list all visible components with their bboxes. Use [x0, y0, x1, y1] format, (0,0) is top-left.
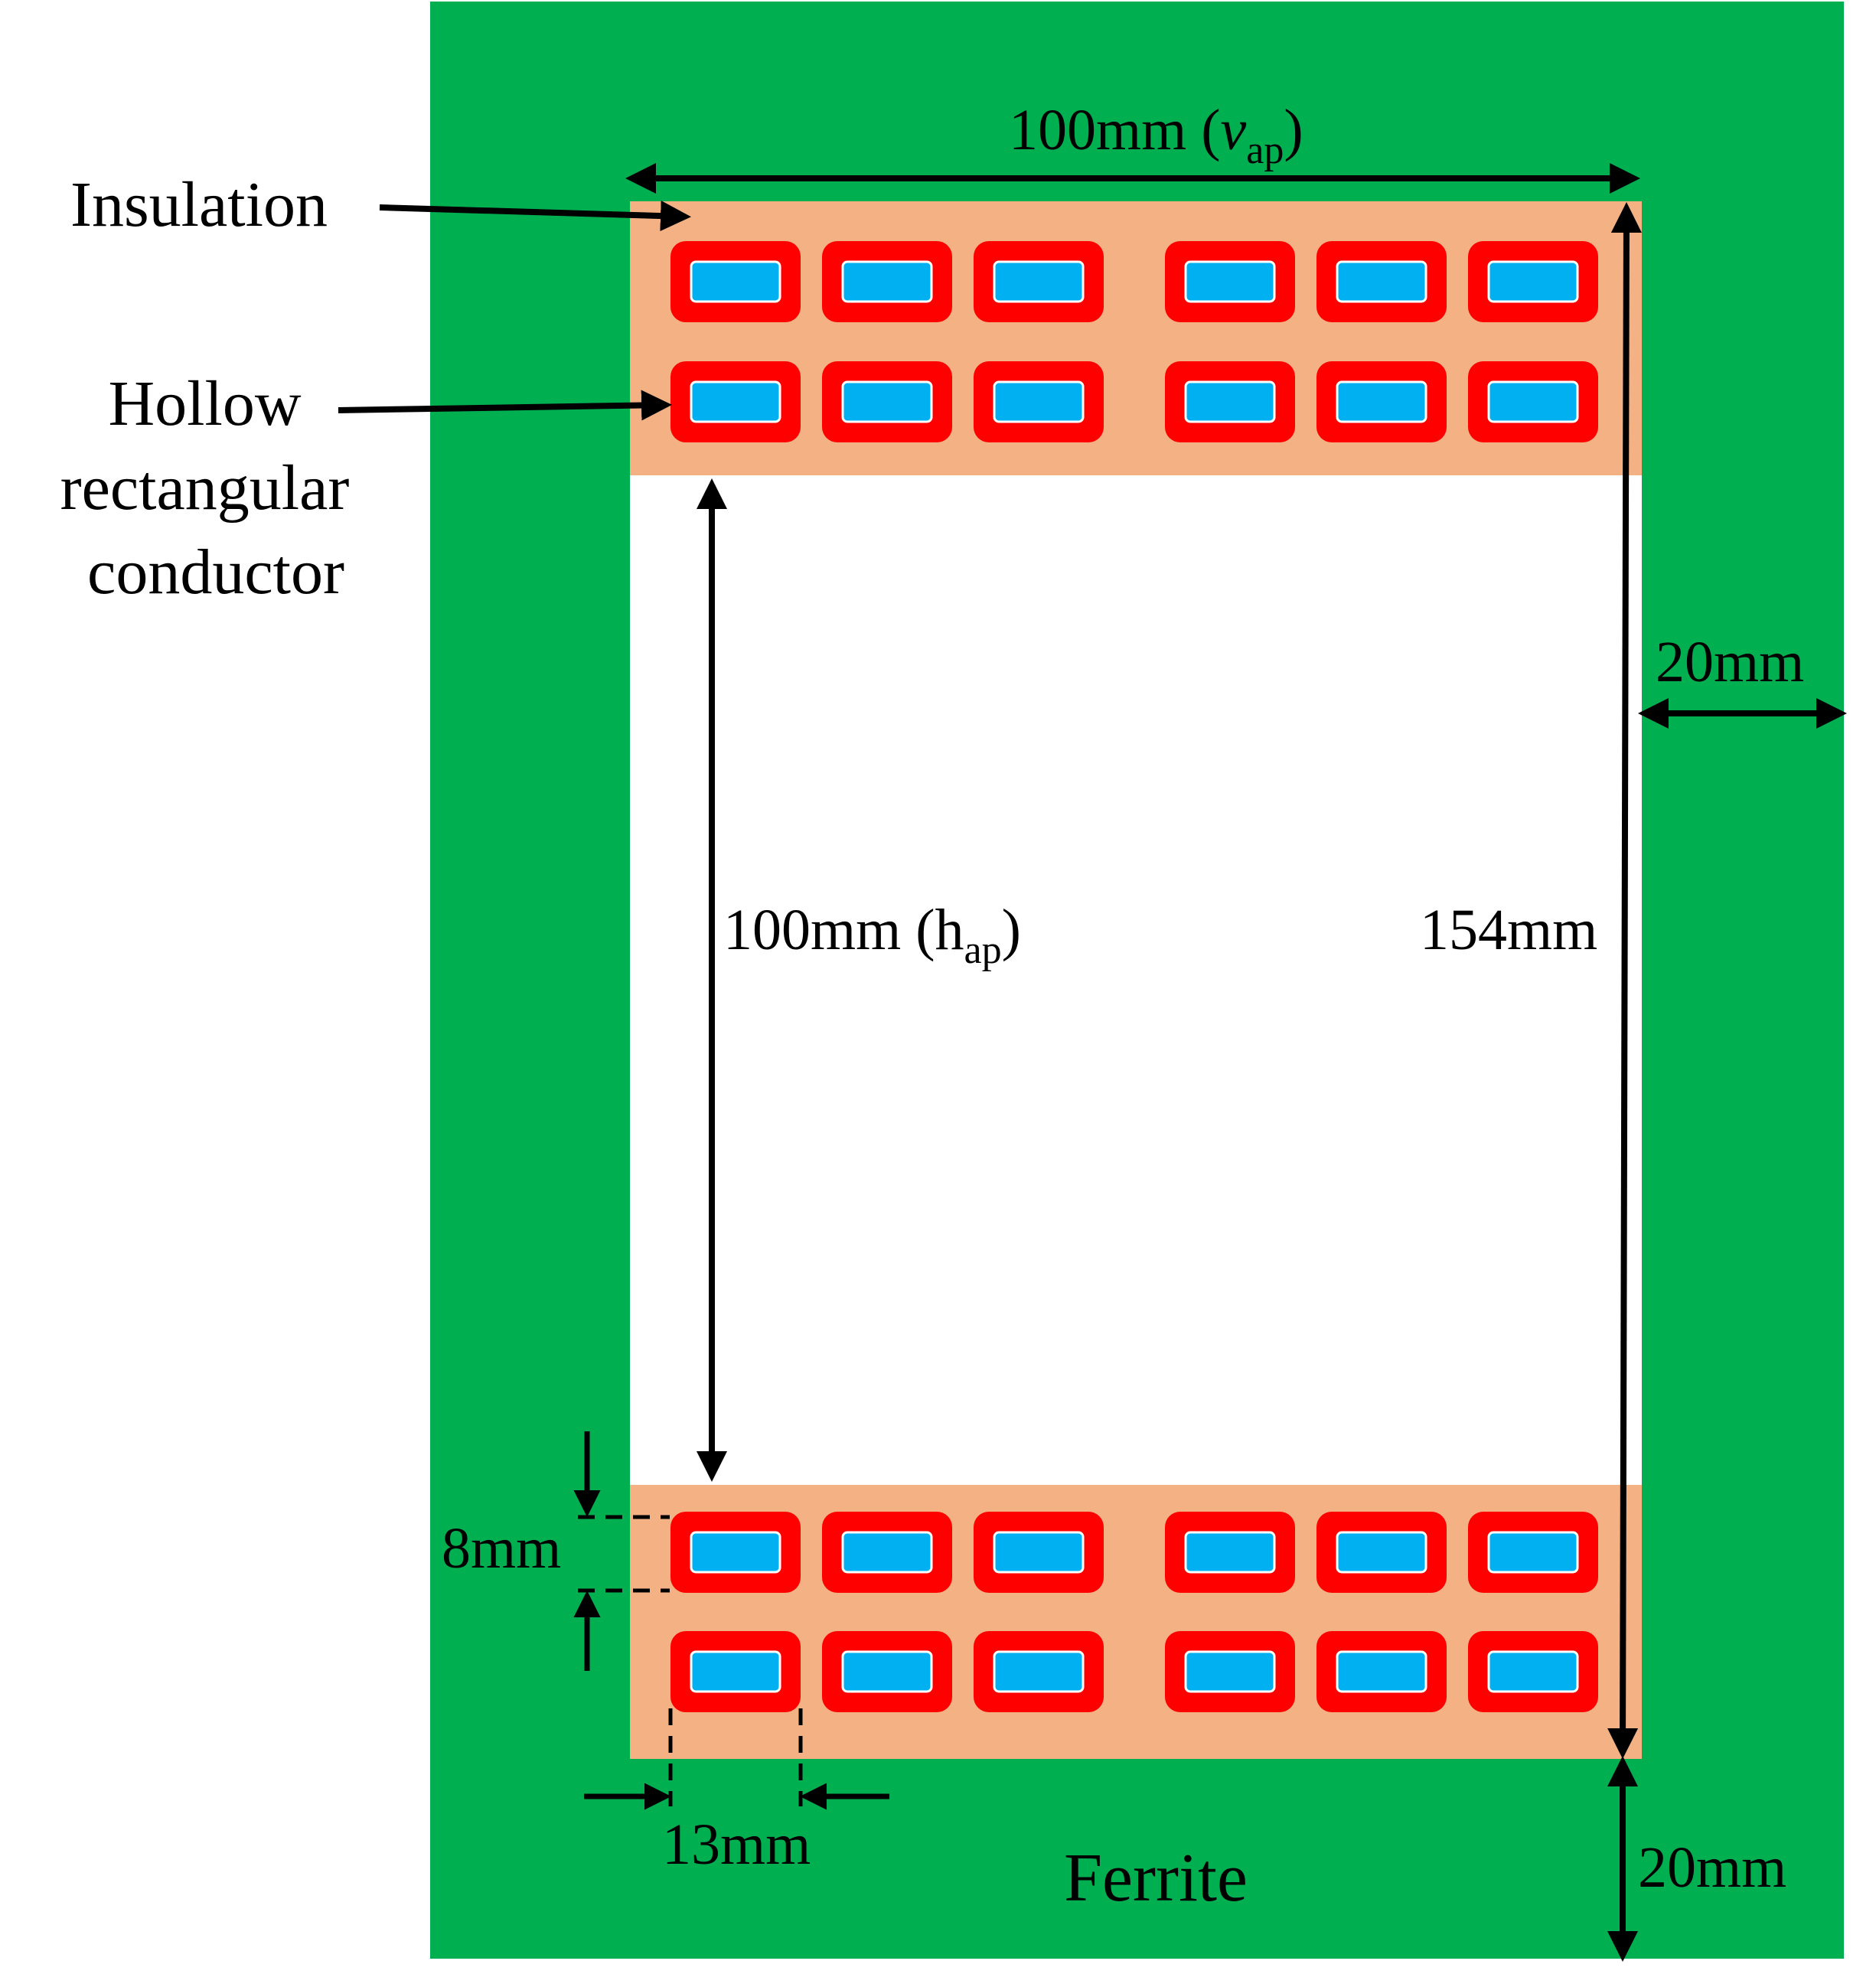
conductor-hollow-core-top-r2-c6 [1487, 380, 1579, 423]
conductor-hollow-core-bottom-r2-c5 [1336, 1650, 1427, 1693]
conductor-hollow-core-top-r1-c4 [1184, 260, 1276, 303]
conductor-hollow-core-top-r2-c4 [1184, 380, 1276, 423]
conductor-hollow-core-bottom-r2-c6 [1487, 1650, 1579, 1693]
conductor-hollow-core-bottom-r2-c3 [993, 1650, 1085, 1693]
conductor-height-label: 8mm [442, 1516, 561, 1581]
conductor-hollow-core-top-r1-c1 [690, 260, 781, 303]
conductor-hollow-core-bottom-r2-c4 [1184, 1650, 1276, 1693]
core-height-label: 154mm [1420, 898, 1597, 962]
conductor-hollow-core-top-r2-c1 [690, 380, 781, 423]
conductor-hollow-core-bottom-r1-c1 [690, 1531, 781, 1574]
conductor-hollow-core-top-r1-c5 [1336, 260, 1427, 303]
hollow-conductor-pointer [338, 390, 672, 421]
conductor-hollow-core-top-r2-c2 [841, 380, 933, 423]
ferrite-label: Ferrite [1064, 1840, 1248, 1916]
conductor-hollow-core-bottom-r2-c1 [690, 1650, 781, 1693]
core-height-arrow [1607, 202, 1642, 1759]
conductor-width-label: 13mm [662, 1812, 811, 1877]
conductor-hollow-core-top-r1-c3 [993, 260, 1085, 303]
conductor-hollow-core-top-r2-c3 [993, 380, 1085, 423]
side-leg-label: 20mm [1656, 630, 1804, 694]
conductor-hollow-core-bottom-r2-c2 [841, 1650, 933, 1693]
conductor-hollow-core-top-r1-c2 [841, 260, 933, 303]
hap-dimension-label: 100mm (hap) [723, 898, 1021, 972]
bottom-yoke-label: 20mm [1638, 1835, 1786, 1900]
conductor-hollow-core-bottom-r1-c6 [1487, 1531, 1579, 1574]
conductor-hollow-core-bottom-r1-c2 [841, 1531, 933, 1574]
insulation-pointer [379, 201, 691, 232]
conductor-array [670, 241, 1598, 1712]
conductor-hollow-core-bottom-r1-c4 [1184, 1531, 1276, 1574]
conductor-hollow-core-top-r1-c6 [1487, 260, 1579, 303]
conductor-hollow-core-top-r2-c5 [1336, 380, 1427, 423]
hollow-conductor-label: Hollow rectangular conductor [60, 368, 366, 608]
conductor-hollow-core-bottom-r1-c5 [1336, 1531, 1427, 1574]
vap-dimension-label: 100mm (vap) [1009, 98, 1303, 172]
conductor-hollow-core-bottom-r1-c3 [993, 1531, 1085, 1574]
insulation-label: Insulation [70, 169, 328, 240]
